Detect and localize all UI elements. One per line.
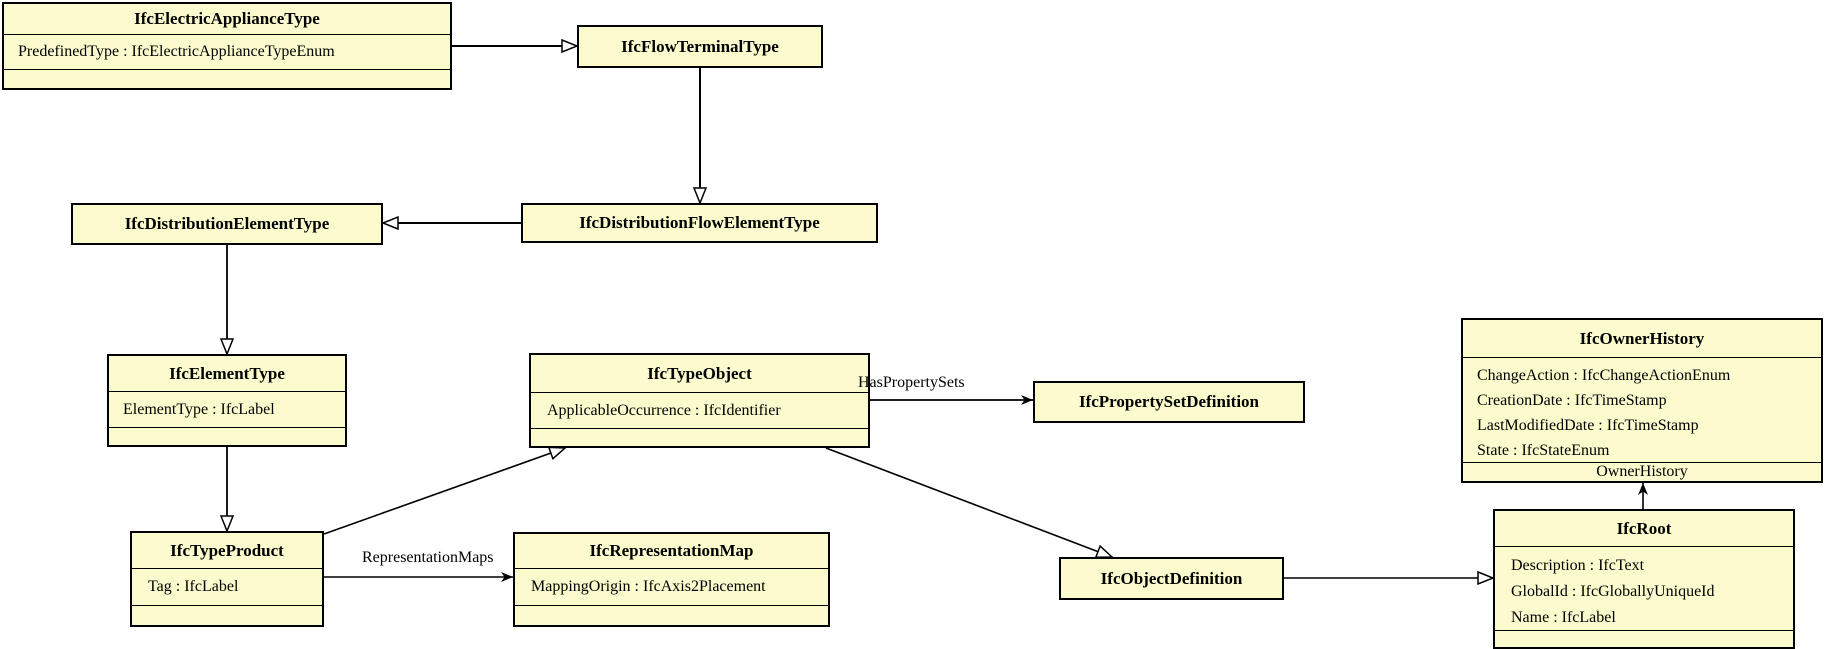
class-attribute: Tag : IfcLabel: [148, 578, 239, 595]
class-ifc-electric-appliance-type[interactable]: IfcElectricApplianceType PredefinedType …: [2, 2, 452, 90]
association-role-ownerhistory: OwnerHistory: [1463, 462, 1821, 481]
class-title: IfcRepresentationMap: [589, 541, 754, 560]
empty-compartment: [531, 428, 868, 446]
class-title: IfcDistributionElementType: [124, 214, 330, 233]
class-ifc-flow-terminal-type[interactable]: IfcFlowTerminalType: [577, 25, 823, 68]
class-title: IfcPropertySetDefinition: [1078, 392, 1260, 411]
class-attribute: ChangeAction : IfcChangeActionEnum: [1477, 367, 1731, 384]
class-title: IfcDistributionFlowElementType: [579, 213, 820, 232]
generalization-typeobject-to-objectdefinition: [825, 447, 1112, 557]
class-title: IfcElectricApplianceType: [134, 9, 320, 28]
class-ifc-type-object[interactable]: IfcTypeObject ApplicableOccurrence : Ifc…: [529, 353, 870, 448]
class-ifc-property-set-definition[interactable]: IfcPropertySetDefinition: [1033, 381, 1305, 423]
edge-label-haspropertysets: HasPropertySets: [858, 374, 965, 391]
class-title: IfcElementType: [169, 363, 285, 383]
class-ifc-representation-map[interactable]: IfcRepresentationMap MappingOrigin : Ifc…: [513, 532, 830, 627]
class-attribute: ElementType : IfcLabel: [123, 400, 275, 418]
class-attribute: LastModifiedDate : IfcTimeStamp: [1477, 417, 1699, 434]
class-ifc-owner-history[interactable]: IfcOwnerHistory ChangeAction : IfcChange…: [1461, 318, 1823, 483]
generalization-typeproduct-to-typeobject: [323, 448, 565, 535]
class-title: IfcRoot: [1616, 518, 1672, 538]
class-attribute: GlobalId : IfcGloballyUniqueId: [1511, 583, 1715, 600]
class-title: IfcTypeProduct: [170, 540, 284, 560]
empty-compartment: [109, 427, 345, 445]
class-attribute: Description : IfcText: [1511, 557, 1645, 574]
class-title: IfcObjectDefinition: [1100, 568, 1243, 588]
class-attribute: ApplicableOccurrence : IfcIdentifier: [547, 401, 781, 419]
empty-compartment: [515, 605, 828, 625]
edge-label-representationmaps: RepresentationMaps: [362, 549, 494, 566]
class-ifc-distribution-flow-element-type[interactable]: IfcDistributionFlowElementType: [521, 203, 878, 243]
class-ifc-root[interactable]: IfcRoot Description : IfcText GlobalId :…: [1493, 509, 1795, 649]
class-attribute: MappingOrigin : IfcAxis2Placement: [531, 578, 766, 595]
empty-compartment: [1495, 630, 1793, 647]
class-ifc-object-definition[interactable]: IfcObjectDefinition: [1059, 557, 1284, 600]
class-attribute: State : IfcStateEnum: [1477, 442, 1610, 459]
empty-compartment: [132, 605, 322, 625]
class-title: IfcFlowTerminalType: [621, 36, 779, 56]
class-attribute: PredefinedType : IfcElectricApplianceTyp…: [18, 43, 335, 60]
class-ifc-distribution-element-type[interactable]: IfcDistributionElementType: [71, 203, 383, 245]
class-title: IfcOwnerHistory: [1579, 328, 1705, 348]
class-ifc-element-type[interactable]: IfcElementType ElementType : IfcLabel: [107, 354, 347, 447]
class-attribute: Name : IfcLabel: [1511, 609, 1616, 626]
empty-compartment: [4, 69, 450, 88]
class-attribute: CreationDate : IfcTimeStamp: [1477, 392, 1667, 409]
class-title: IfcTypeObject: [647, 363, 752, 383]
class-ifc-type-product[interactable]: IfcTypeProduct Tag : IfcLabel: [130, 531, 324, 627]
